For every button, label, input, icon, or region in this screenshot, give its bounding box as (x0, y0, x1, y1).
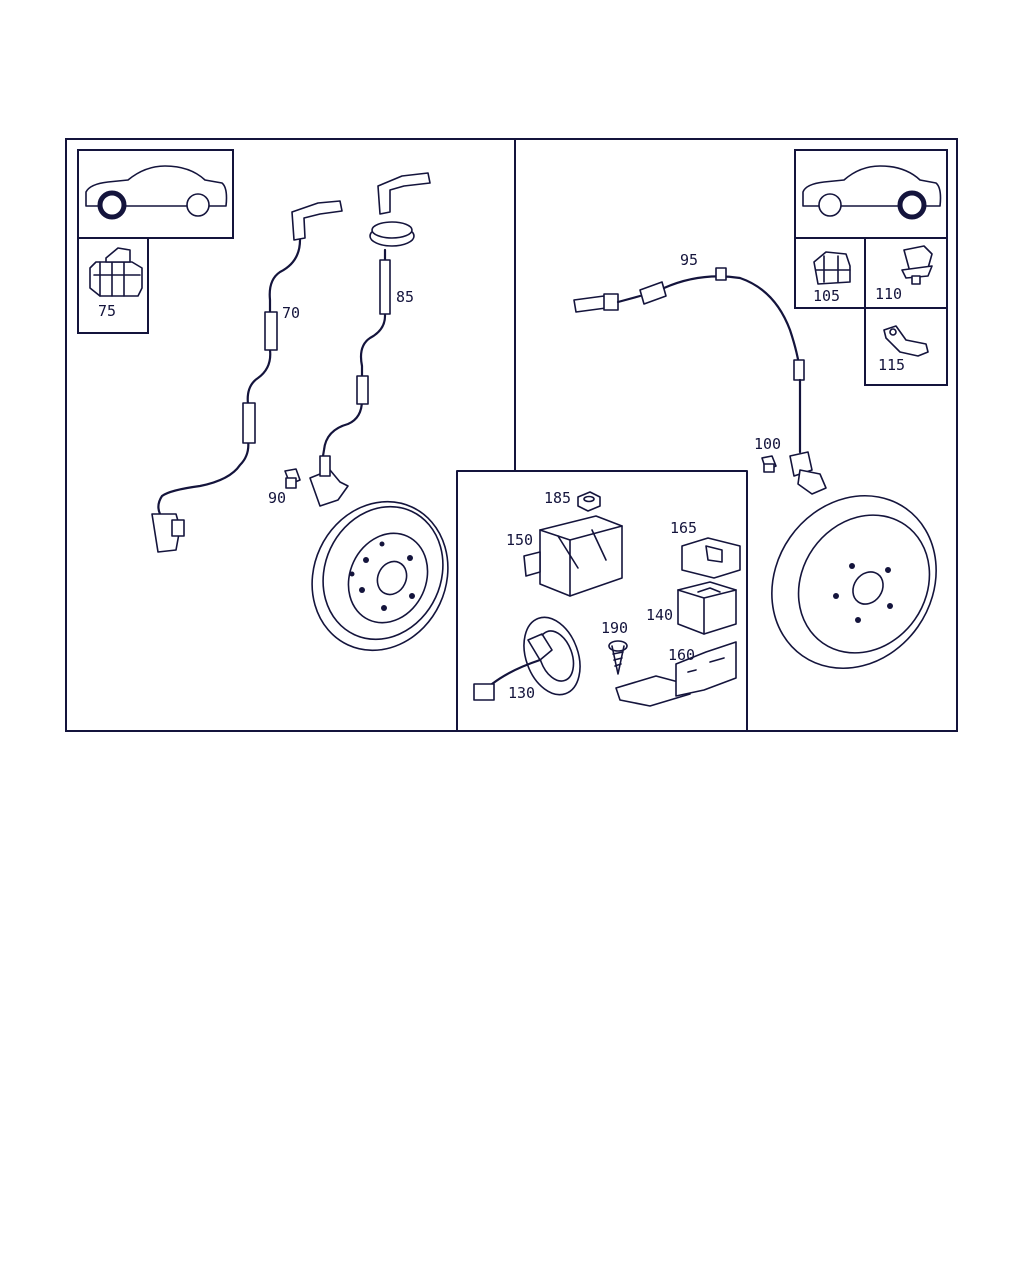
rear-brake-disc (771, 494, 937, 670)
part-70-front-sensor-cable: 70 (151, 200, 343, 553)
label-190: 190 (601, 619, 628, 637)
part-130-sensor-ring: 130 (473, 616, 581, 702)
part-75-clip: 75 (77, 237, 149, 334)
label-165: 165 (670, 519, 697, 537)
part-90-screw: 90 (268, 468, 301, 507)
label-185: 185 (544, 489, 571, 507)
front-brake-disc (311, 500, 449, 652)
part-105-clip: 105 (794, 237, 866, 309)
part-150-control-unit: 150 (506, 515, 623, 597)
part-115-bracket: 115 (864, 307, 948, 386)
car-front-wheel-highlight-icon (77, 149, 234, 239)
part-140-relay: 140 (646, 581, 737, 635)
part-190-screw: 190 (601, 619, 628, 675)
label-100: 100 (754, 435, 781, 453)
part-160-bracket: 160 (615, 641, 737, 707)
part-95-rear-sensor-cable: 95 (573, 251, 827, 495)
electronics-parts-panel: 185 150 165 140 190 (473, 489, 741, 707)
label-105: 105 (813, 287, 840, 305)
label-150: 150 (506, 531, 533, 549)
label-70: 70 (282, 304, 300, 322)
label-85: 85 (396, 288, 414, 306)
label-130: 130 (508, 684, 535, 702)
part-165-cover: 165 (670, 519, 741, 579)
label-95: 95 (680, 251, 698, 269)
part-185-nut: 185 (544, 489, 601, 512)
label-115: 115 (878, 356, 905, 374)
part-100-screw: 100 (754, 435, 781, 473)
rear-axle-panel: 105 110 115 95 (573, 149, 948, 670)
part-110-clip: 110 (864, 237, 948, 309)
car-rear-wheel-highlight-icon (794, 149, 948, 239)
label-75: 75 (98, 302, 116, 320)
part-85-front-sensor-cable: 85 (309, 172, 431, 507)
label-140: 140 (646, 606, 673, 624)
label-110: 110 (875, 285, 902, 303)
label-160: 160 (668, 646, 695, 664)
front-axle-panel: 75 70 85 90 (77, 149, 449, 652)
label-90: 90 (268, 489, 286, 507)
